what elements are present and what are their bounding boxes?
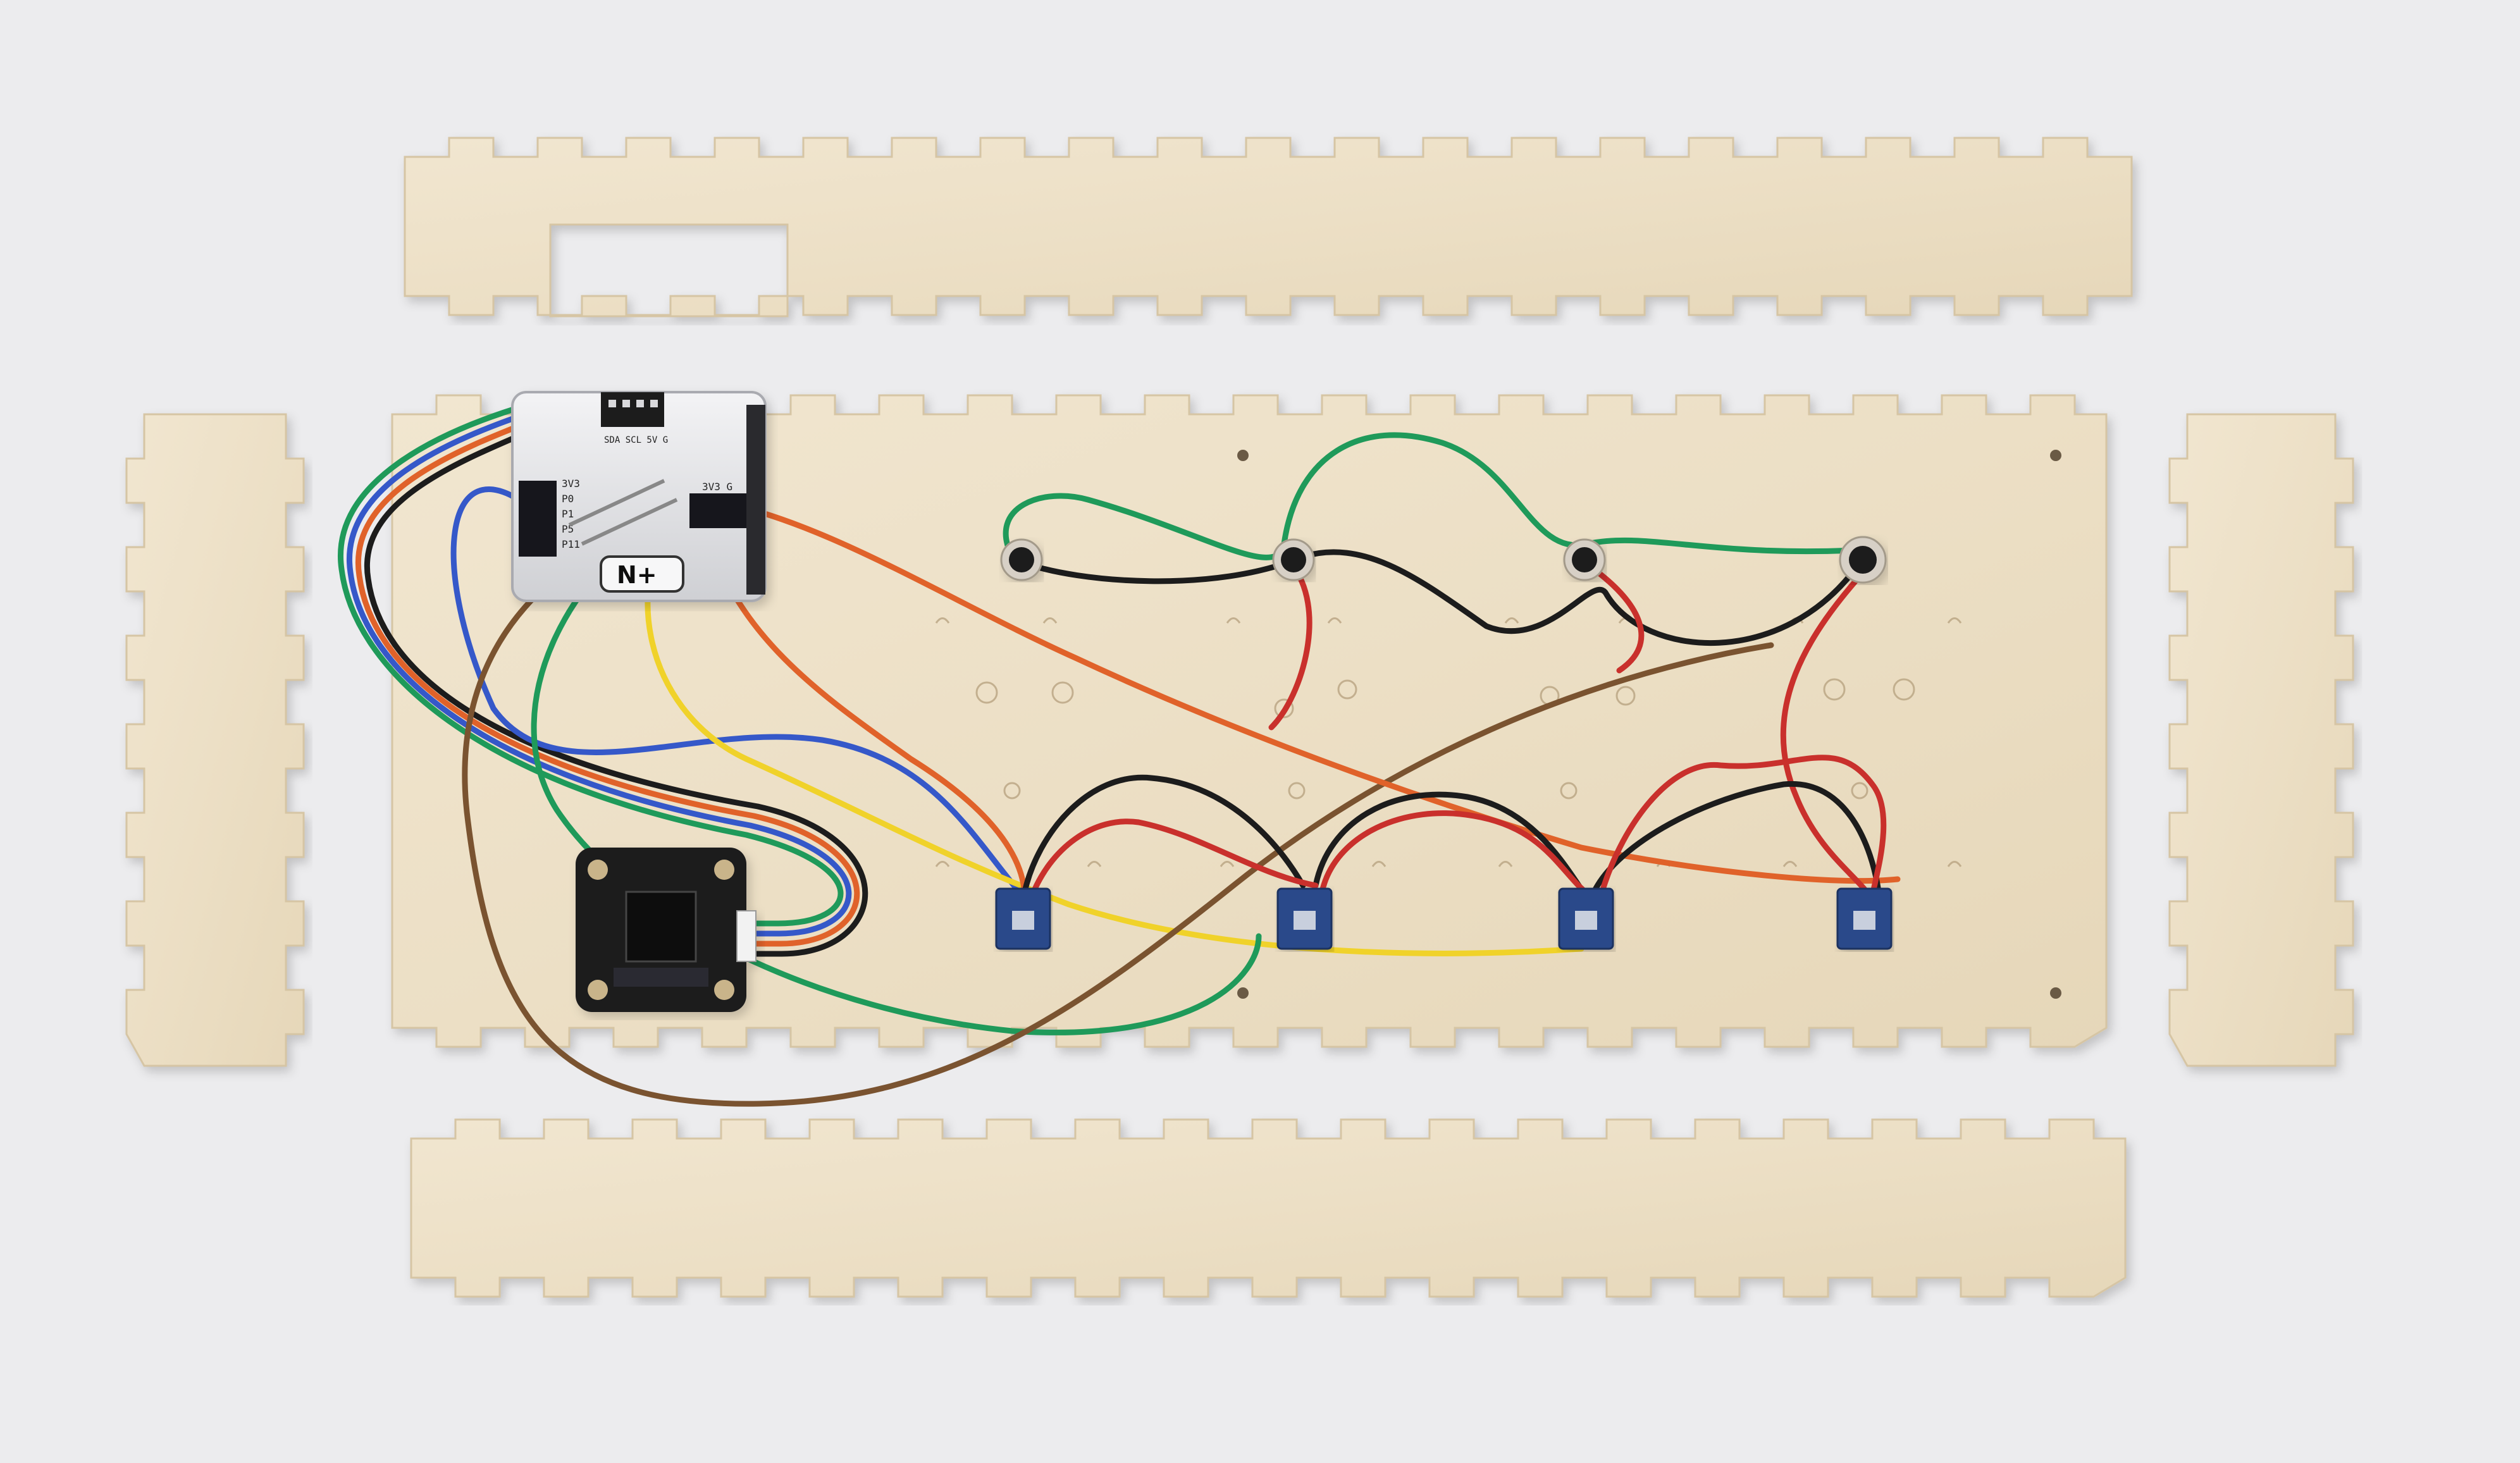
- bottom-panel: [410, 1118, 2127, 1298]
- signal-wire-orange: [705, 497, 1901, 884]
- base-panel: [391, 394, 2108, 1048]
- led-sensor[interactable]: [1558, 887, 1614, 950]
- chain-wire-black: [1022, 549, 1863, 646]
- ribbon-wire-black: [364, 421, 868, 957]
- pin-block-left[interactable]: [519, 481, 557, 557]
- mount-hole: [2050, 450, 2061, 461]
- led-wire-red: [1028, 755, 1887, 901]
- touch-sensor[interactable]: [1000, 538, 1043, 581]
- pin-label: P0: [562, 493, 574, 505]
- led-sensor[interactable]: [995, 887, 1051, 950]
- led-sensor[interactable]: [1276, 887, 1333, 950]
- ribbon-wire-orange: [355, 414, 860, 947]
- ribbon-wire-blue: [346, 408, 852, 937]
- ribbon-wire-green: [337, 402, 844, 927]
- header-label: SDA SCL 5V G: [604, 435, 668, 445]
- controller-logo: N+: [617, 561, 657, 589]
- right-pin-label: 3V3 G: [702, 481, 732, 493]
- touch-sensors: [1000, 536, 1887, 584]
- pin-block-right[interactable]: [689, 493, 746, 528]
- mount-hole: [1237, 987, 1249, 999]
- pin-label: P11: [562, 538, 580, 550]
- left-panel: [125, 413, 305, 1067]
- mount-hole: [2050, 987, 2061, 999]
- wire-bundle: [337, 402, 1901, 1107]
- led-wire-black: [1022, 774, 1882, 901]
- right-panel: [2168, 413, 2354, 1067]
- pin-label: 3V3: [562, 478, 580, 490]
- touch-sensor[interactable]: [1563, 538, 1606, 581]
- chain-wire-green: [1003, 432, 1856, 560]
- touch-sensor[interactable]: [1272, 538, 1315, 581]
- driver-connector[interactable]: [736, 910, 757, 962]
- signal-wire-yellow: [645, 503, 1584, 956]
- mount-hole: [1237, 450, 1249, 461]
- chain-wire-red: [1268, 560, 1875, 908]
- led-sensors: [995, 887, 1893, 950]
- top-panel: [404, 137, 2133, 318]
- signal-wire-blue: [450, 486, 1028, 901]
- pin-label: P1: [562, 508, 574, 520]
- led-sensor[interactable]: [1836, 887, 1893, 950]
- driver-chip: [625, 891, 697, 963]
- driver-module: [576, 848, 757, 1012]
- touch-sensor[interactable]: [1839, 536, 1887, 584]
- i2c-header[interactable]: [601, 392, 664, 427]
- signal-wire-brown: [462, 503, 1774, 1107]
